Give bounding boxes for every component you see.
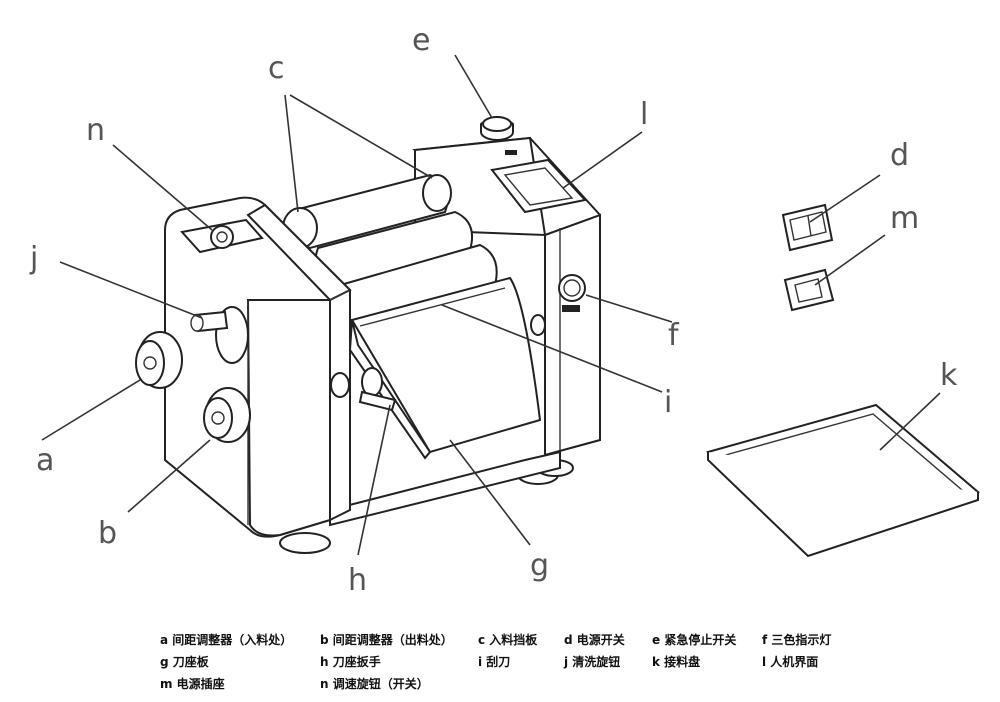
callout-h: h [348, 563, 367, 598]
collecting-tray [706, 403, 981, 558]
legend-item-k: k 接料盘 [652, 654, 701, 669]
legend-item-f: f 三色指示灯 [762, 632, 832, 647]
callout-l: l [640, 97, 648, 132]
cleaning-knob [190, 306, 249, 364]
machine-base [329, 450, 561, 527]
three-roll-mill-diagram: a b c d e f g h i j k l m n [29, 23, 981, 598]
indicator-light [558, 274, 586, 312]
callout-c: c [268, 51, 285, 86]
left-housing [164, 196, 352, 538]
callout-e: e [412, 23, 430, 58]
legend-item-h: h 刀座扳手 [320, 654, 381, 669]
leader-lines [41, 54, 941, 556]
hmi-screen [490, 158, 587, 214]
power-socket [783, 268, 835, 312]
callout-b: b [98, 516, 117, 551]
callout-d: d [890, 138, 909, 173]
callout-i: i [664, 385, 672, 420]
gap-adjuster-discharge [203, 387, 251, 443]
callout-a: a [36, 443, 54, 478]
legend-item-b: b 间距调整器（出料处） [320, 632, 453, 647]
legend-row: g 刀座板 h 刀座扳手 i 刮刀 j 清洗旋钮 k 接料盘 l 人机界面 [160, 650, 980, 672]
rollers [282, 173, 498, 327]
side-bolt [530, 314, 546, 336]
legend-item-d: d 电源开关 [564, 632, 625, 647]
callout-k: k [940, 358, 958, 393]
legend-item-i: i 刮刀 [478, 654, 511, 669]
callout-n: n [86, 113, 105, 148]
legend-item-n: n 调速旋钮（开关） [320, 676, 429, 691]
legend-item-j: j 清洗旋钮 [564, 654, 621, 669]
legend-row: a 间距调整器（入料处） b 间距调整器（出料处） c 入料挡板 d 电源开关 … [160, 628, 980, 650]
gap-adjuster-feed [135, 331, 183, 389]
callout-m: m [890, 201, 919, 236]
speed-knob [180, 218, 264, 254]
legend-item-c: c 入料挡板 [478, 632, 538, 647]
legend-row: m 电源插座 n 调速旋钮（开关） [160, 672, 980, 694]
callout-j: j [29, 241, 38, 276]
legend-item-m: m 电源插座 [160, 676, 225, 691]
parts-legend: a 间距调整器（入料处） b 间距调整器（出料处） c 入料挡板 d 电源开关 … [160, 628, 980, 694]
legend-item-e: e 紧急停止开关 [652, 632, 737, 647]
legend-item-g: g 刀座板 [160, 654, 209, 669]
emergency-stop-button [480, 116, 517, 155]
blade-wrench [358, 367, 397, 412]
legend-item-l: l 人机界面 [762, 654, 819, 669]
side-bolt [330, 372, 350, 398]
scraper-blade [348, 276, 542, 460]
callout-f: f [668, 318, 680, 353]
legend-item-a: a 间距调整器（入料处） [160, 632, 293, 647]
callout-g: g [530, 548, 549, 583]
